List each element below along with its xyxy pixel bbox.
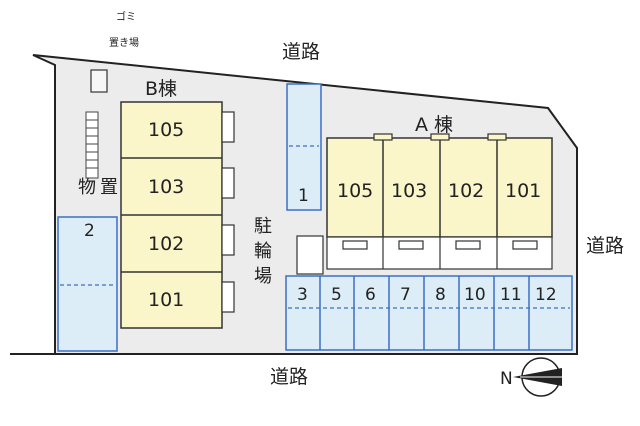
building-a-unit-102: 102 [448,180,484,202]
building-b-unit-105: 105 [148,119,184,141]
road-label-bottom: 道路 [270,366,308,388]
parking-row-bottom [285,275,573,351]
parking-label-12: 12 [535,285,557,305]
building-a [326,133,553,270]
building-b-unit-102: 102 [148,233,184,255]
parking-label-5: 5 [331,285,342,305]
bicycle-rack-strip [85,111,99,179]
building-a-unit-105: 105 [337,180,373,202]
bike-parking-char-1: 駐 [254,216,272,237]
storage-label-1: 物 [78,177,96,198]
building-a-unit-103: 103 [391,180,427,202]
building-a-label: A 棟 [415,114,453,136]
road-label-top: 道路 [282,41,320,63]
building-b [120,101,235,329]
building-a-unit-101: 101 [505,180,541,202]
road-label-right: 道路 [586,235,624,257]
parking-label-3: 3 [297,285,308,305]
parking-label-10: 10 [464,285,486,305]
garbage-label-line1: ゴミ [116,10,136,23]
parking-label-1: 1 [298,186,309,206]
parking-label-2: 2 [84,221,95,241]
parking-label-11: 11 [500,285,522,305]
garbage-label-line2: 置き場 [109,36,139,49]
bike-parking-char-2: 輪 [254,241,272,262]
building-b-label: B棟 [145,78,177,100]
parking-label-7: 7 [400,285,411,305]
compass-icon [513,357,562,397]
bike-parking-char-3: 場 [254,266,272,287]
parking-space-1 [286,83,322,211]
parking-label-8: 8 [435,285,446,305]
compass-north-label: N [500,369,513,389]
garbage-area [90,69,108,93]
parking-space-2 [57,216,118,352]
parking-label-6: 6 [365,285,376,305]
building-b-unit-101: 101 [148,289,184,311]
bike-parking-area [296,235,324,275]
storage-label-2: 置 [100,177,118,198]
building-b-unit-103: 103 [148,176,184,198]
